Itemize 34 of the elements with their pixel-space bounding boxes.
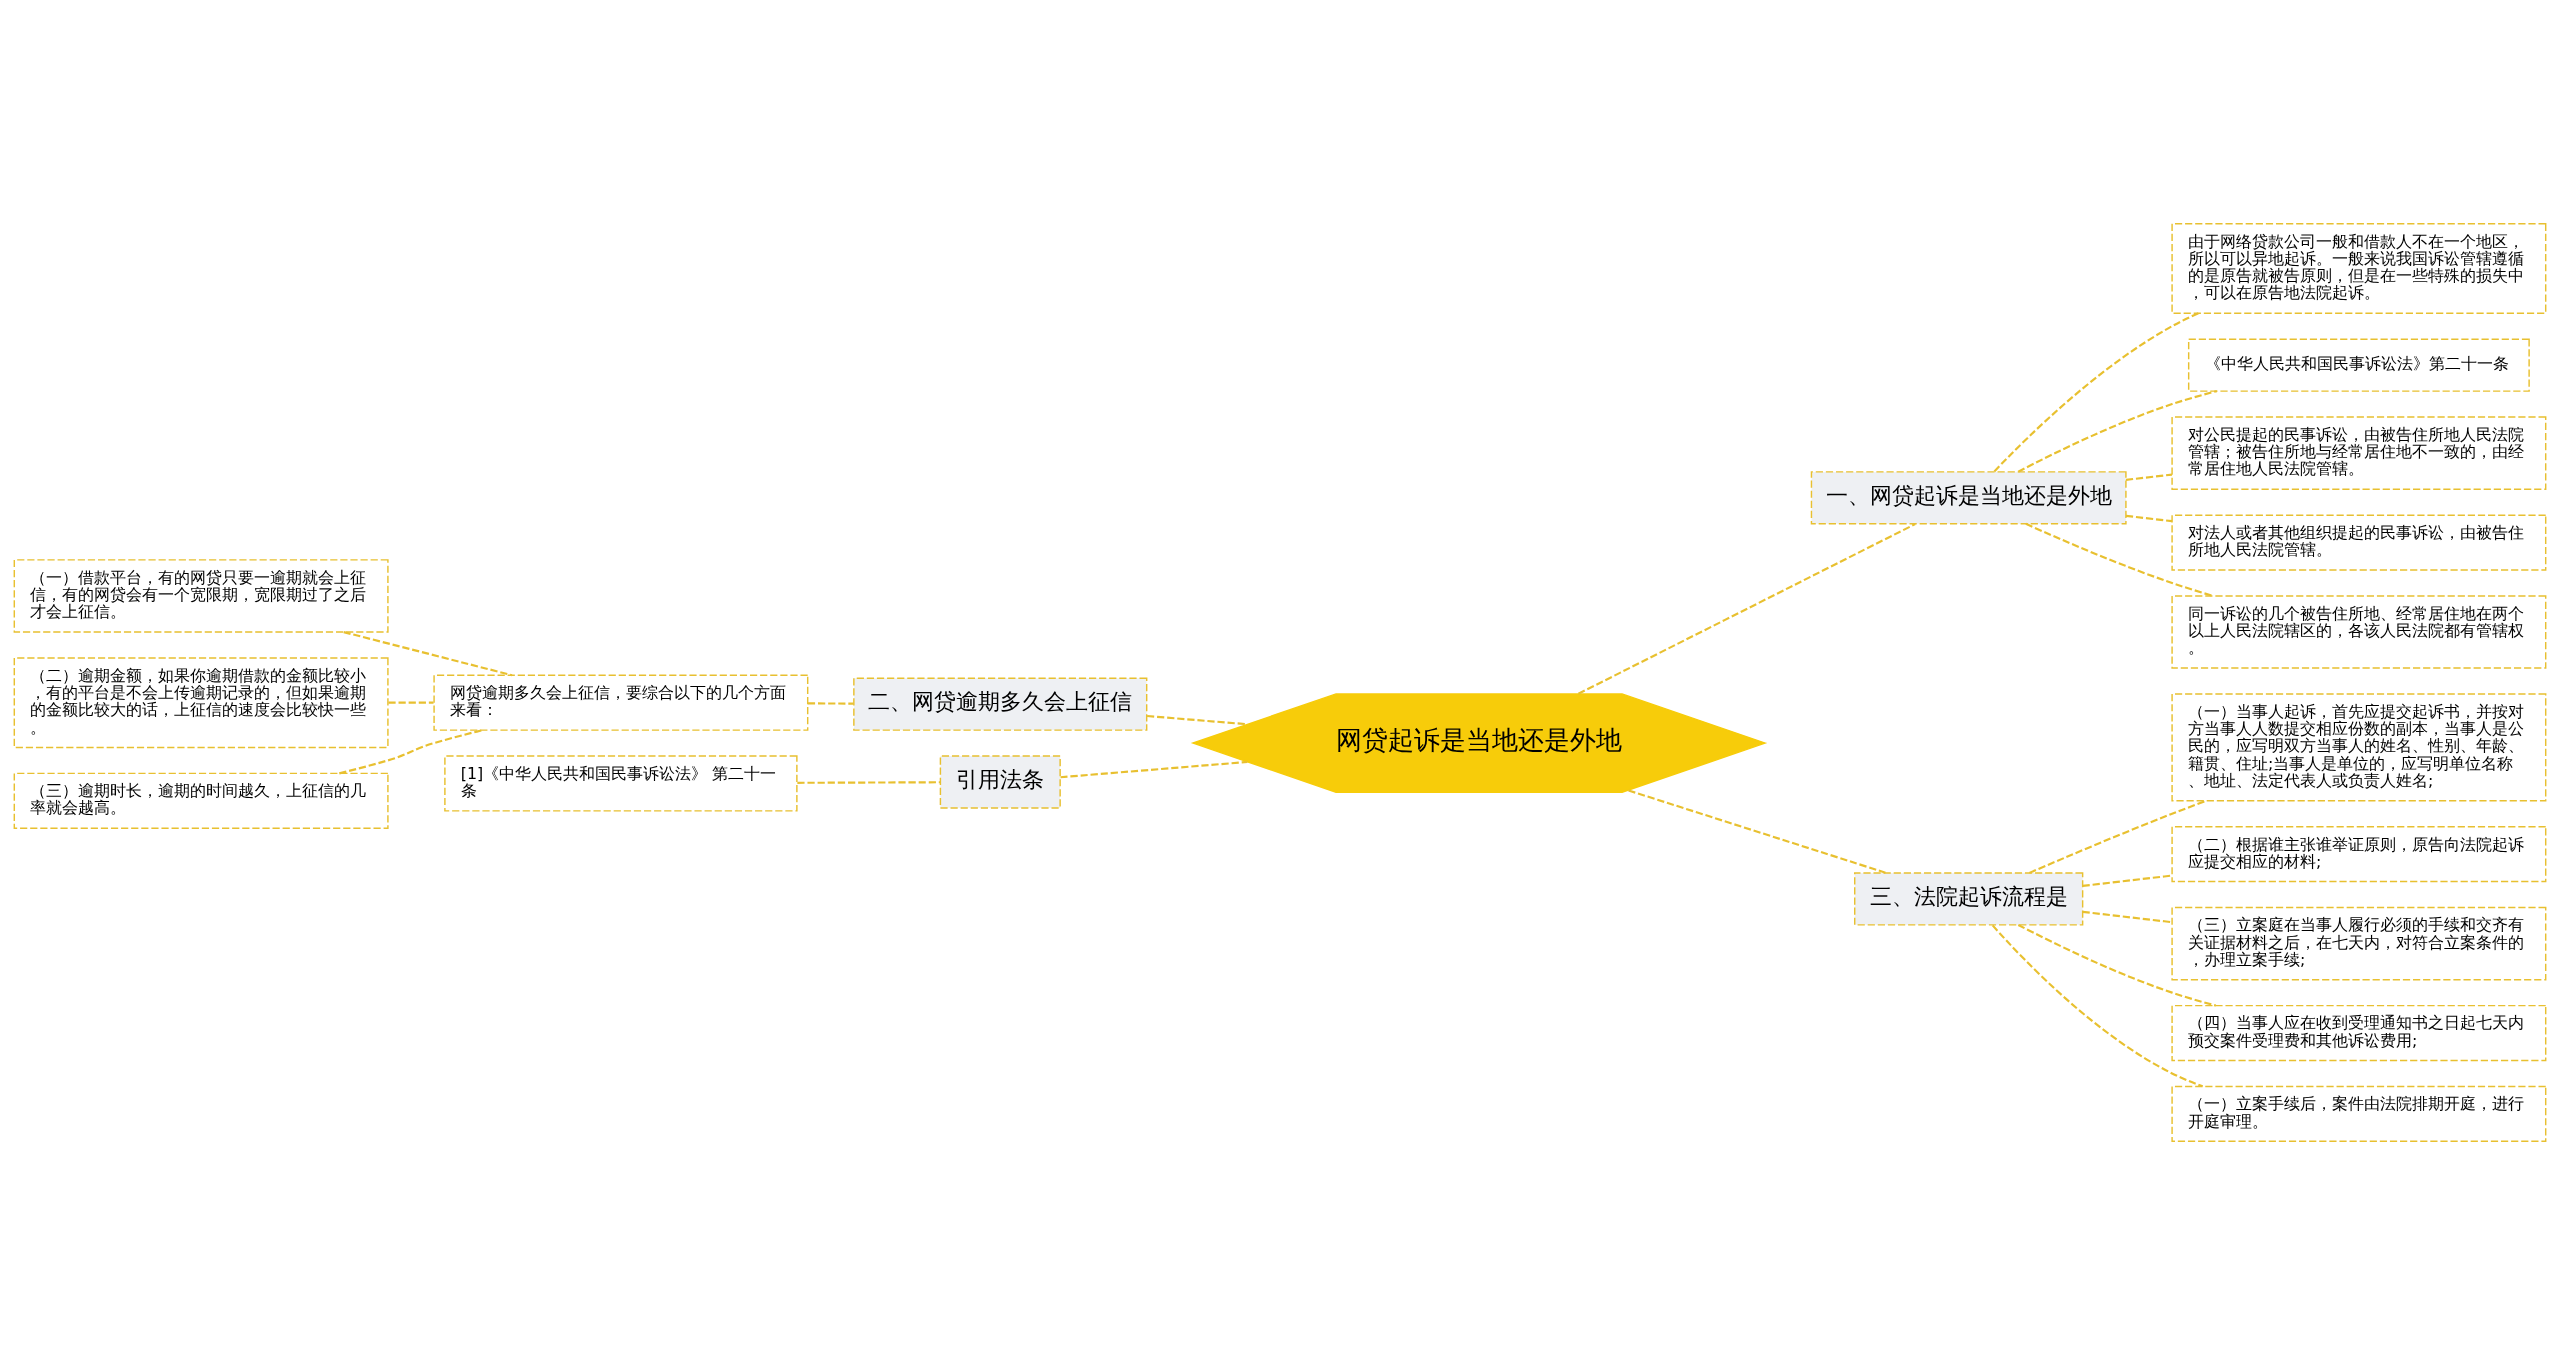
connector (2025, 522, 2213, 597)
node-box: 《中华人民共和国民事诉讼法》第二十一条 (2187, 338, 2530, 392)
connector (807, 702, 854, 705)
node-box: 由于网络贷款公司一般和借款人不在一个地区，所以可以异地起诉。一般来说我国诉讼管辖遵循的是原告就被告原则，但是在一些特殊的损失中，可以在原告地法院起诉。 (2171, 223, 2547, 314)
node-box: [1]《中华人民共和国民事诉讼法》 第二十一条 (444, 755, 798, 812)
node-box: 一、网贷起诉是当地还是外地 (1810, 471, 2127, 525)
node-box: （四）当事人应在收到受理通知书之日起七天内预交案件受理费和其他诉讼费用; (2171, 1004, 2547, 1062)
connector (2125, 473, 2173, 481)
node-box: （二）根据谁主张谁举证原则，原告向法院起诉应提交相应的材料; (2171, 826, 2547, 883)
node-box: （三）逾期时长，逾期的时间越久，上征信的几率就会越高。 (13, 772, 389, 829)
node-box: （一）当事人起诉，首先应提交起诉书，并按对方当事人人数提交相应份数的副本，当事人是公民的，应写明双方当事人的姓名、性别、年龄、籍贯、住址;当事人是单位的，应写明单位名称、地址、法定代表人或负责人姓名; (2171, 693, 2547, 802)
node-box: （一）立案手续后，案件由法院排期开庭，进行开庭审理。 (2171, 1085, 2547, 1142)
connector (2082, 874, 2173, 887)
node-box: 对法人或者其他组织提起的民事诉讼，由被告住所地人民法院管辖。 (2171, 514, 2547, 571)
node-box: 三、法院起诉流程是 (1854, 872, 2084, 926)
connector (2017, 390, 2218, 473)
connector (1147, 714, 1248, 726)
connector (2125, 514, 2173, 523)
node-box: 同一诉讼的几个被告住所地、经常居住地在两个以上人民法院辖区的，各该人民法院都有管辖权。 (2171, 595, 2547, 669)
connector (388, 701, 434, 704)
node-box: （三）立案庭在当事人履行必须的手续和交齐有关证据材料之后，在七天内，对符合立案条件的，办理立案手续; (2171, 906, 2547, 981)
node-box: （一）借款平台，有的网贷只要一逾期就会上征信，有的网贷会有一个宽限期，宽限期过了之后才会上征信。 (13, 559, 389, 633)
connector (1991, 924, 2203, 1088)
connector (1628, 789, 1886, 874)
node-box: 二、网贷逾期多久会上征信 (853, 677, 1148, 731)
node-box: 对公民提起的民事诉讼，由被告住所地人民法院管辖；被告住所地与经常居住地不一致的，由经常居住地人民法院管辖。 (2171, 416, 2547, 490)
connector (2082, 910, 2173, 924)
connector (1060, 760, 1248, 779)
connector (797, 781, 941, 784)
node-box: （二）逾期金额，如果你逾期借款的金额比较小，有的平台是不会上传逾期记录的，但如果逾期的金额比较大的话，上征信的速度会比较快一些。 (13, 657, 389, 749)
connector (1993, 312, 2199, 473)
node-box: 引用法条 (939, 755, 1061, 809)
connector (1577, 523, 1916, 695)
node-box: 网贷逾期多久会上征信，要综合以下的几个方面来看： (433, 674, 809, 731)
